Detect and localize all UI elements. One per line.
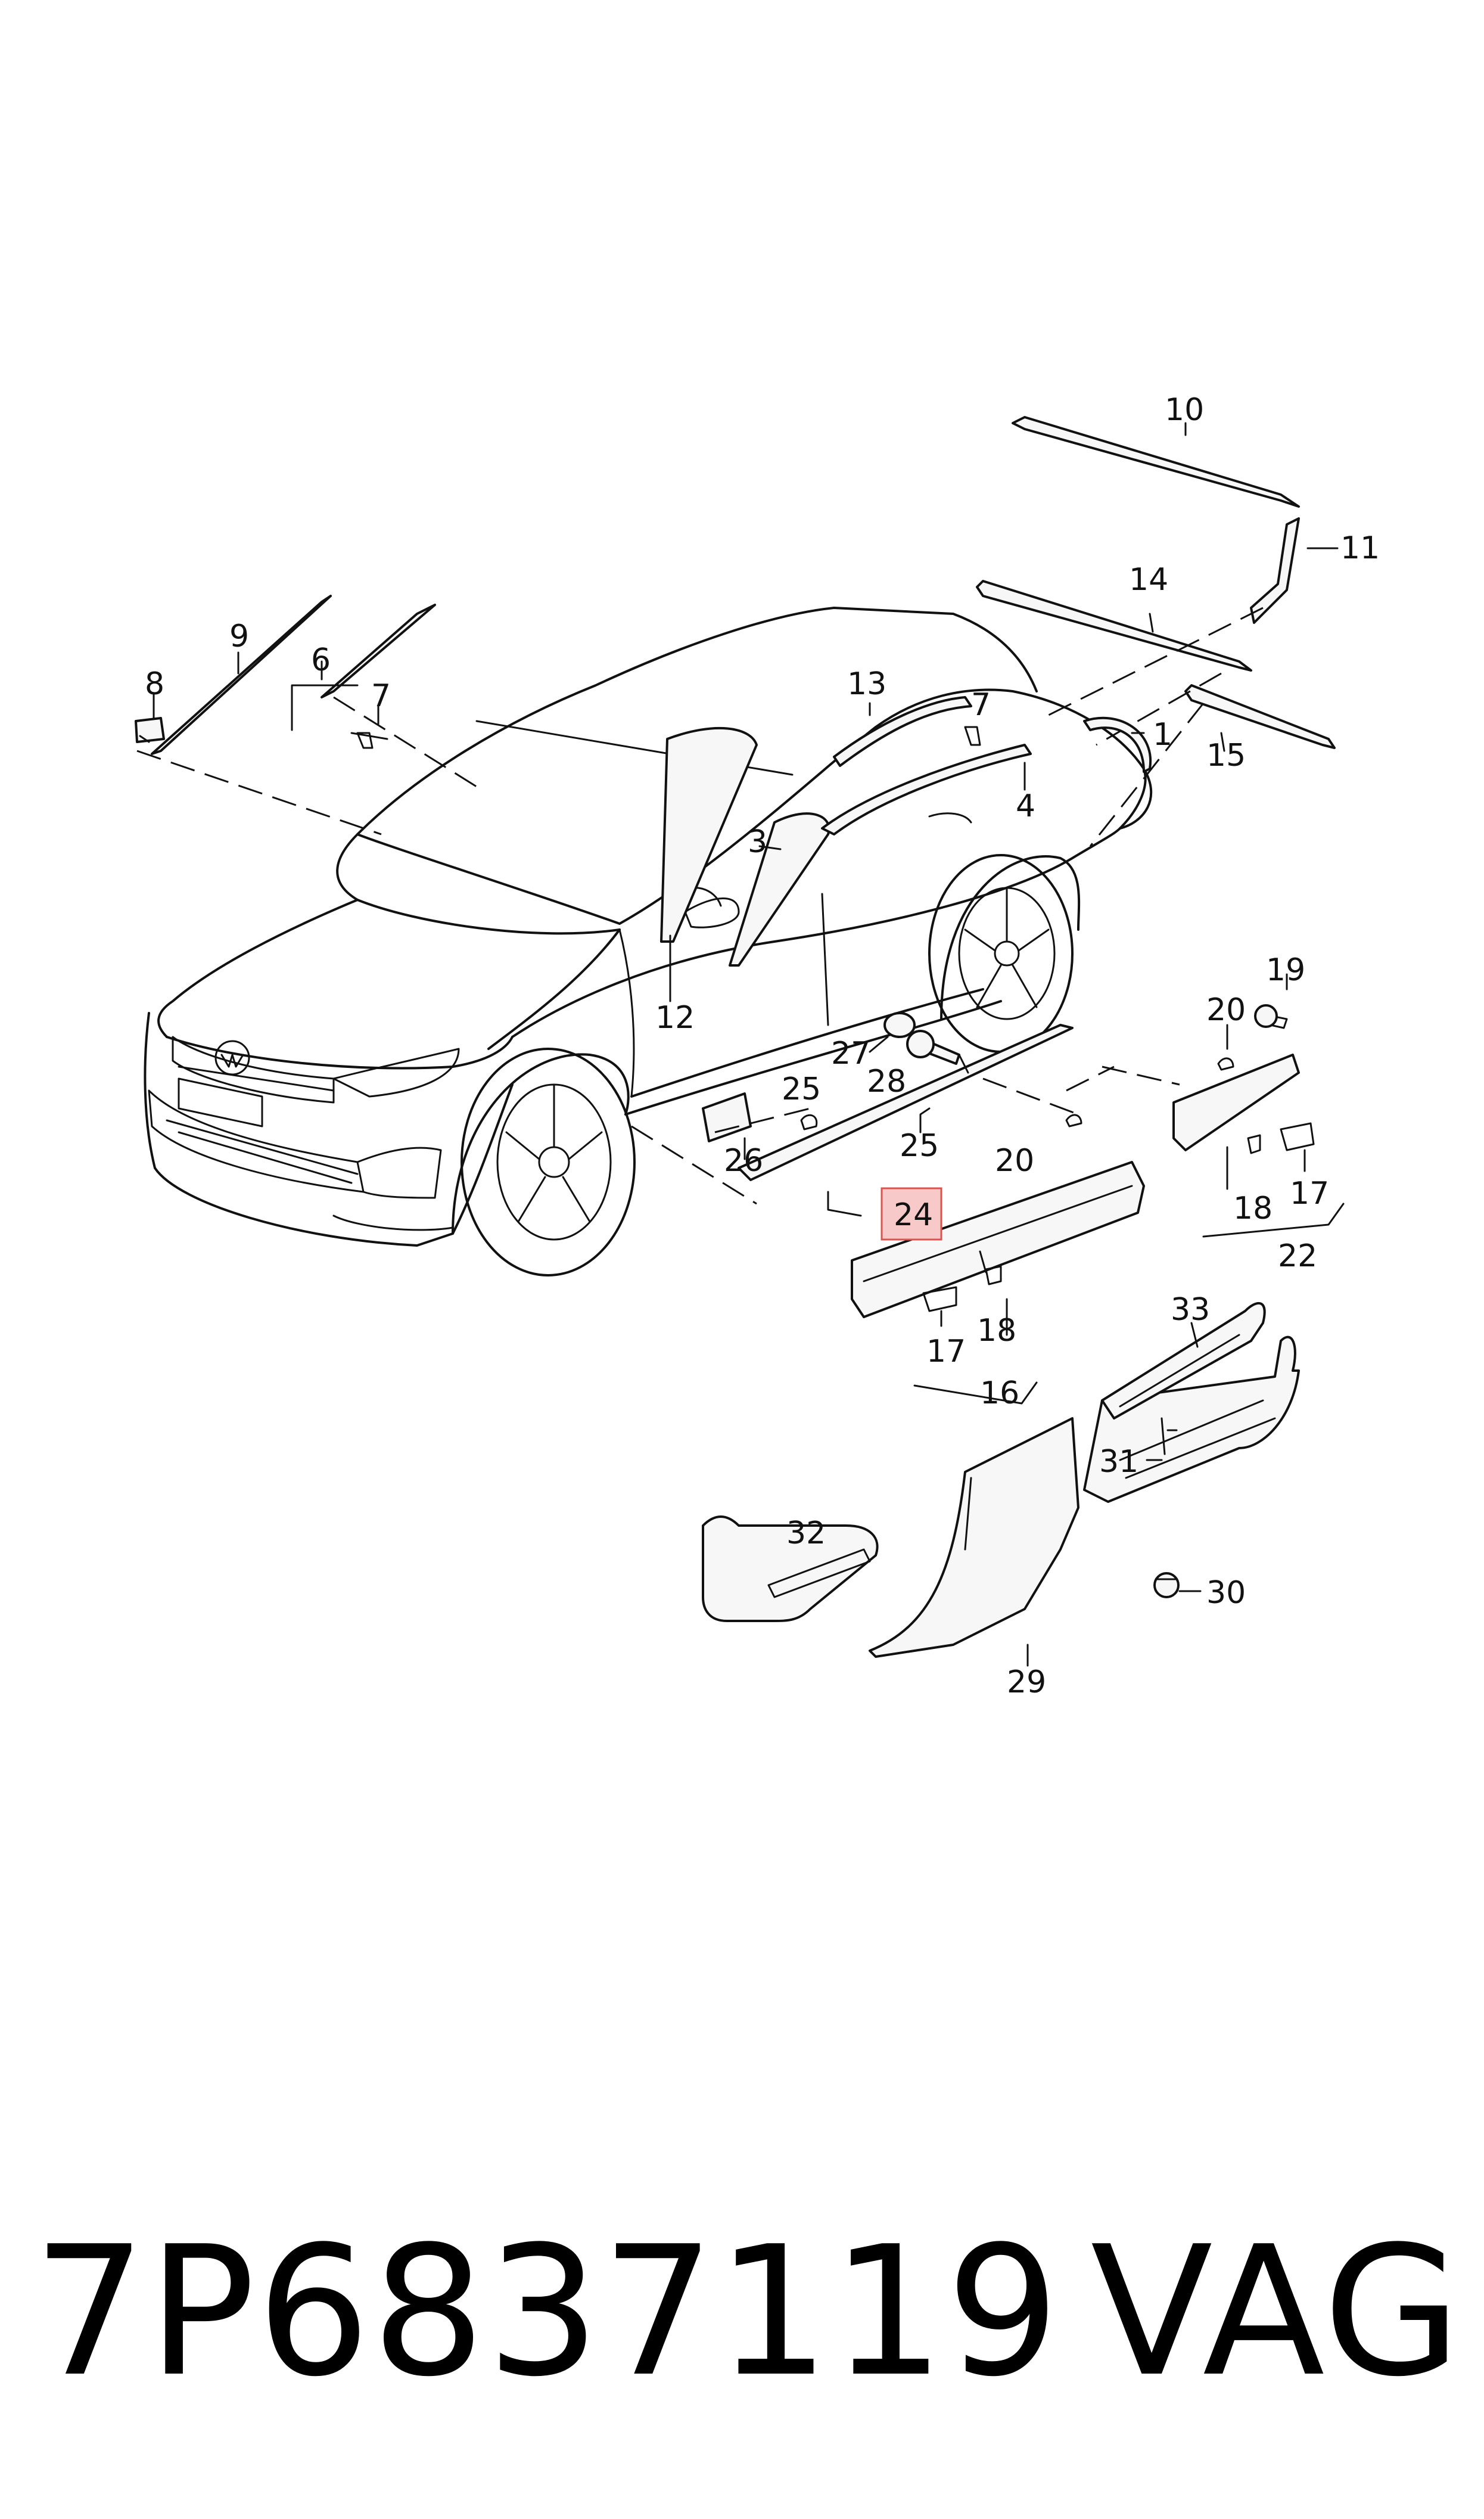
callout-17-a: 17	[926, 1334, 966, 1369]
roof-trim-group	[976, 416, 1336, 847]
callout-4: 4	[1016, 788, 1035, 824]
callout-31: 31	[1099, 1444, 1138, 1480]
callout-30: 30	[1206, 1575, 1246, 1611]
callout-18-b: 18	[1233, 1191, 1273, 1226]
callout-9: 9	[229, 619, 249, 654]
callout-15: 15	[1206, 738, 1246, 774]
callout-3: 3	[748, 824, 767, 860]
callout-14: 14	[1129, 562, 1168, 598]
part-number: 7P6837119	[33, 2208, 1061, 2416]
footer: 7P6837119 VAG	[33, 2205, 1463, 2419]
callout-11: 11	[1340, 530, 1380, 566]
windshield-trim-group	[135, 595, 477, 835]
callout-13: 13	[847, 666, 886, 702]
leader-lines	[153, 422, 1345, 1667]
callout-28: 28	[867, 1064, 906, 1099]
callout-25-a: 25	[782, 1071, 821, 1107]
callout-labels: 1 3 4 6 7 7 8 9 10 11 12 13 14 15 16 17 …	[145, 392, 1380, 1700]
callout-16: 16	[980, 1375, 1019, 1411]
callout-32: 32	[786, 1515, 826, 1551]
callout-19: 19	[1266, 952, 1305, 988]
callout-6: 6	[311, 642, 331, 678]
door-trim-group	[660, 696, 1152, 967]
callout-1: 1	[1153, 717, 1172, 753]
callout-7-a: 7	[371, 678, 391, 714]
sill-trim-group	[631, 1012, 1180, 1318]
callout-22: 22	[1278, 1238, 1317, 1274]
callout-12: 12	[655, 1000, 695, 1036]
highlight-box-24	[881, 1187, 942, 1241]
brand-label: VAG	[1090, 2208, 1463, 2416]
callout-25-b: 25	[900, 1128, 939, 1164]
callout-29: 29	[1007, 1664, 1046, 1700]
callout-17-b: 17	[1290, 1176, 1329, 1212]
rear-sill-group	[1172, 1004, 1315, 1154]
callout-24: 24	[894, 1197, 933, 1233]
callout-10: 10	[1165, 392, 1204, 428]
callout-18-a: 18	[977, 1313, 1016, 1349]
interior-trim-group	[702, 1302, 1300, 1658]
callout-20-b: 20	[995, 1143, 1034, 1179]
callout-26: 26	[724, 1143, 763, 1179]
callout-8: 8	[145, 666, 164, 702]
callout-20-a: 20	[1206, 992, 1246, 1028]
callout-27: 27	[831, 1036, 870, 1071]
callout-33: 33	[1171, 1292, 1210, 1328]
callout-7-b: 7	[971, 687, 991, 723]
vehicle-illustration	[144, 607, 1153, 1276]
